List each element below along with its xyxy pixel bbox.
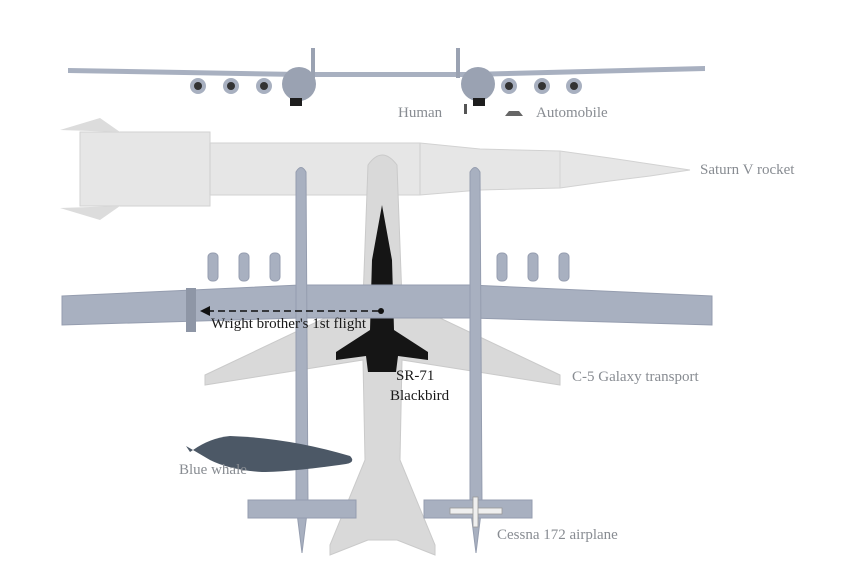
- saturn-v-label: Saturn V rocket: [700, 162, 795, 178]
- sr71-label-line2: Blackbird: [390, 388, 450, 404]
- human-icon: [464, 104, 467, 114]
- sr71-label-line1: SR-71: [396, 368, 435, 384]
- cessna-label: Cessna 172 airplane: [497, 527, 618, 543]
- wright-flight-label: Wright brother's 1st flight: [211, 316, 366, 332]
- blue-whale-icon: [186, 436, 353, 472]
- engine-pods: [207, 252, 570, 282]
- blue-whale-label: Blue whale: [179, 462, 247, 478]
- human-label: Human: [398, 105, 443, 121]
- engine-icons: [190, 78, 582, 94]
- automobile-label: Automobile: [536, 105, 608, 121]
- automobile-icon: [505, 111, 523, 116]
- c5-label: C-5 Galaxy transport: [572, 369, 699, 385]
- wright-flight-arrow: [200, 306, 384, 316]
- wright-flyer-icon: [186, 288, 196, 332]
- stratolaunch-front-view: [68, 48, 705, 116]
- cessna-172-icon: [449, 496, 503, 528]
